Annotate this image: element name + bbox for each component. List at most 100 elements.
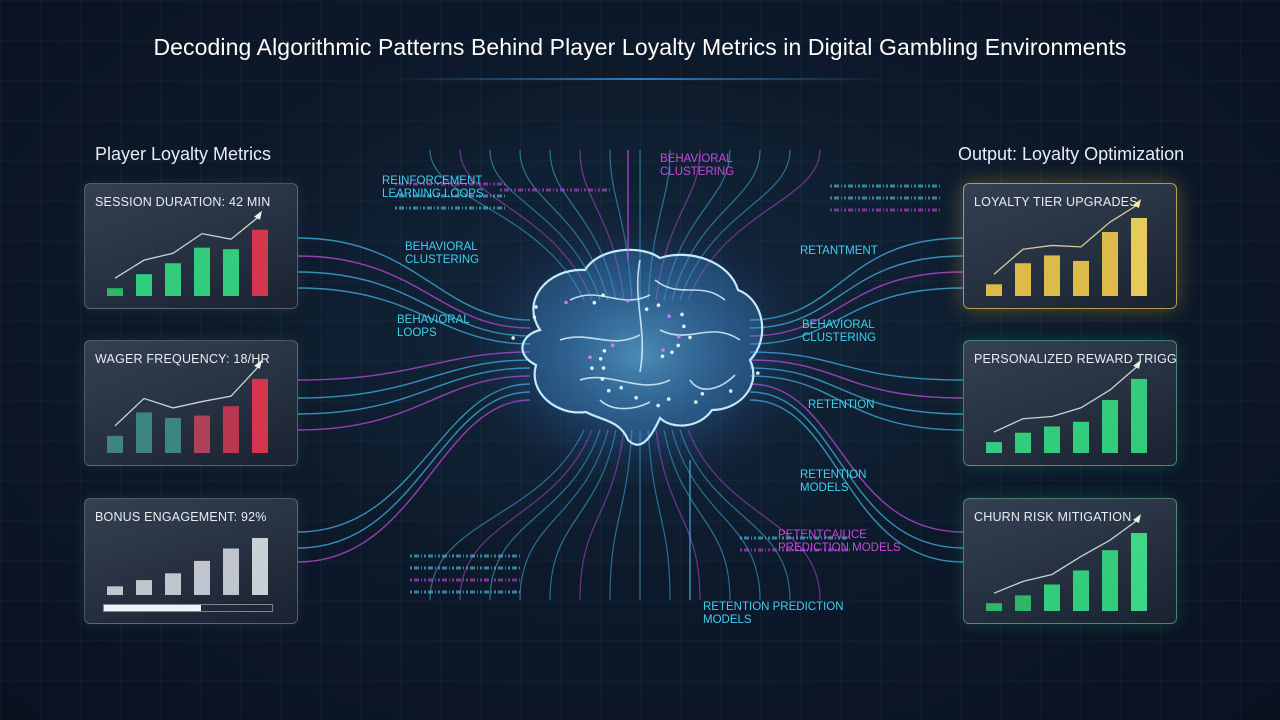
chart-bar — [986, 442, 1002, 453]
trend-arrow-icon — [1133, 199, 1141, 208]
algorithm-label: Models — [800, 482, 849, 494]
neural-node — [755, 371, 760, 375]
brain-fold — [636, 259, 644, 373]
neural-node — [564, 300, 568, 305]
metric-title: Wager Frequency: 18/hr — [95, 352, 270, 366]
neural-node — [592, 300, 597, 305]
chart-bar — [1044, 584, 1060, 611]
neural-node — [661, 348, 665, 352]
trend-arrow-icon — [254, 210, 262, 220]
trend-line — [993, 203, 1140, 275]
neural-node — [606, 388, 611, 393]
metric-panel-session-duration: Session Duration: 42 Min — [84, 183, 298, 309]
algorithm-label: Loops — [397, 327, 437, 339]
neural-node — [602, 349, 607, 353]
churn-risk-chart — [986, 514, 1147, 611]
algorithm-label: Behavioral — [802, 319, 875, 331]
brain-fold — [659, 329, 741, 341]
left-heading: Player Loyalty Metrics — [95, 144, 272, 164]
trend-line — [114, 364, 261, 427]
trend-arrow-icon — [1133, 359, 1141, 369]
neural-node — [626, 299, 630, 303]
neural-node — [601, 366, 606, 370]
loyalty-tier-chart — [986, 199, 1147, 296]
page-title: Decoding Algorithmic Patterns Behind Pla… — [153, 34, 1127, 60]
title-underline — [390, 78, 890, 80]
algorithm-label: Retention — [800, 469, 866, 481]
chart-bar — [223, 249, 239, 296]
neural-node — [619, 385, 624, 390]
metric-title: Bonus Engagement: 92% — [95, 510, 267, 524]
chart-bar — [1015, 595, 1031, 611]
chart-bar — [107, 586, 123, 595]
right-heading: Output: Loyalty Optimization — [958, 144, 1185, 164]
chart-bar — [1073, 421, 1089, 453]
brain-glow — [450, 205, 830, 505]
algorithm-label: Petentcaiuce — [778, 529, 867, 541]
chart-bar — [986, 284, 1002, 296]
chart-bar — [165, 417, 181, 453]
chart-bar — [107, 435, 123, 453]
chart-bar — [1131, 533, 1147, 611]
algorithm-label: Prediction Models — [778, 542, 901, 554]
chart-bar — [1015, 263, 1031, 296]
chart-bar — [986, 603, 1002, 611]
neural-node — [590, 366, 594, 370]
algorithm-label: Retention Prediction — [703, 601, 844, 613]
trend-line — [993, 364, 1140, 433]
output-panel-reward-triggers: Personalized Reward Triggers — [963, 340, 1177, 466]
algorithm-label: Clustering — [660, 166, 734, 178]
brain-fold — [559, 334, 641, 342]
metric-title: Session Duration: 42 Min — [95, 195, 271, 209]
neural-node — [634, 395, 638, 400]
chart-bar — [1102, 232, 1118, 296]
trend-arrow-icon — [1133, 514, 1141, 523]
output-title: Personalized Reward Triggers — [974, 352, 1177, 366]
brain-fold — [689, 374, 736, 390]
chart-bar — [1073, 260, 1089, 296]
neural-node — [532, 315, 537, 319]
algorithm-label: Clustering — [802, 332, 876, 344]
neural-node — [600, 377, 605, 381]
chart-bar — [1073, 570, 1089, 611]
algorithm-label: Clustering — [405, 254, 479, 266]
output-panel-loyalty-tier: Loyalty Tier Upgrades — [963, 183, 1177, 309]
chart-bar — [165, 263, 181, 296]
neural-node — [676, 334, 681, 339]
chart-bar — [107, 288, 123, 296]
chart-bar — [194, 415, 210, 453]
chart-bar — [1102, 550, 1118, 611]
algorithm-label: Models — [703, 614, 752, 626]
neural-node — [682, 324, 686, 329]
trend-line — [993, 518, 1140, 594]
neural-node — [598, 356, 603, 361]
neural-node — [588, 355, 592, 360]
bonus-engagement-chart — [107, 537, 268, 595]
algorithm-label: Retention — [808, 399, 874, 411]
chart-bar — [136, 274, 152, 296]
chart-bar — [252, 378, 268, 453]
neural-node — [676, 343, 680, 348]
neural-node — [660, 354, 665, 359]
output-panel-churn-risk: Churn Risk Mitigation — [963, 498, 1177, 624]
chart-bar — [136, 412, 152, 453]
neural-node — [511, 336, 515, 340]
chart-bar — [223, 406, 239, 453]
neural-node — [601, 293, 605, 298]
chart-bar — [252, 229, 268, 296]
neural-node — [700, 391, 705, 396]
chart-bar — [1102, 399, 1118, 453]
neural-node — [610, 343, 615, 348]
neural-node — [644, 307, 649, 312]
trend-arrow-icon — [254, 359, 262, 369]
neural-node — [667, 314, 671, 319]
neural-node — [666, 397, 671, 401]
chart-bar — [194, 560, 210, 595]
reward-triggers-chart — [986, 359, 1147, 453]
neural-node — [670, 350, 674, 355]
session-duration-chart — [107, 210, 268, 296]
neural-node — [693, 400, 698, 404]
chart-bar — [1044, 255, 1060, 296]
chart-bar — [252, 537, 268, 595]
chart-bar — [1131, 378, 1147, 453]
